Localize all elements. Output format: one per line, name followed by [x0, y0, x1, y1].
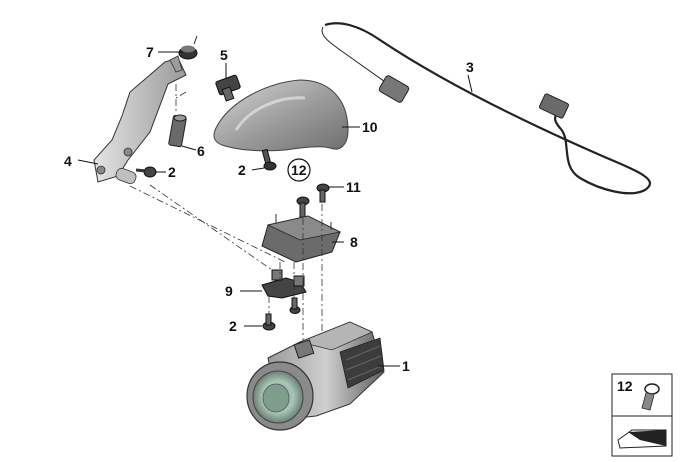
clip-nut [215, 74, 241, 102]
wiring-harness [321, 22, 652, 195]
screw-upper [135, 166, 157, 178]
fog-lamp [246, 321, 385, 431]
mounting-bracket [93, 55, 187, 185]
rubber-grommet [178, 35, 198, 60]
screw-lower-left [262, 313, 276, 331]
callout-2-cover: 2 [238, 162, 246, 178]
spacer-sleeve [168, 114, 187, 148]
assembly-lines [129, 84, 323, 350]
screw-9 [289, 297, 301, 314]
callout-7: 7 [146, 44, 154, 60]
callout-5: 5 [220, 47, 228, 63]
callout-8: 8 [350, 234, 358, 250]
callout-6: 6 [197, 143, 205, 159]
legend-label-12: 12 [617, 378, 633, 394]
callout-2-upper: 2 [168, 164, 176, 180]
screw-8a [296, 196, 310, 218]
callout-9: 9 [225, 283, 233, 299]
screw-cover [261, 148, 277, 171]
callout-2-lower: 2 [229, 318, 237, 334]
callout-12-circle [287, 158, 311, 182]
arrow-wedge-icon [617, 429, 667, 449]
screw-11 [316, 183, 330, 203]
lamp-cover [213, 79, 349, 152]
callout-11: 11 [346, 179, 361, 195]
connector-socket [538, 93, 570, 119]
callout-1: 1 [402, 358, 410, 374]
connector-plug [378, 75, 410, 103]
hose-clamp-icon [641, 383, 660, 411]
mounting-plate [261, 214, 342, 263]
leader-lines [77, 51, 473, 367]
callout-10: 10 [362, 119, 378, 135]
callout-4: 4 [64, 153, 72, 169]
detail-legend-box: 12 [611, 373, 673, 457]
clamp-bracket [261, 269, 307, 299]
callout-3: 3 [466, 59, 474, 75]
callout-12: 12 [291, 162, 307, 178]
